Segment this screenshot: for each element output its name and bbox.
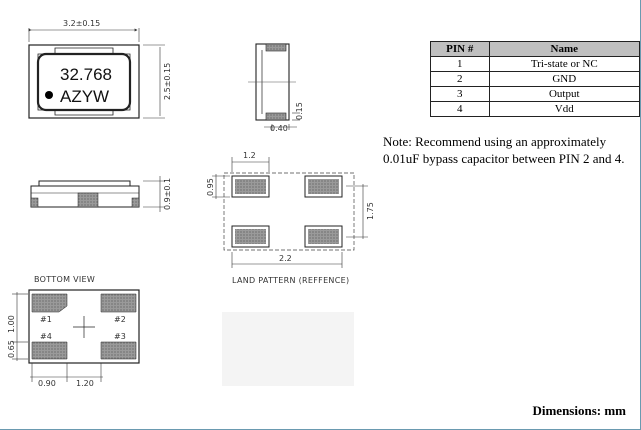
pin-name: Vdd (488, 101, 640, 117)
pin-number: 1 (430, 56, 490, 72)
side-dim-b: 0.40 (270, 124, 288, 133)
bottom-pad-1 (31, 293, 68, 313)
marking-line-1: 32.768 (60, 65, 112, 84)
package-outline (28, 44, 140, 119)
bottom-view: BOTTOM VIEW #1 #2 #3 #4 1.00 0.65 0.90 1… (7, 275, 140, 388)
pad-label-2: #2 (114, 315, 126, 324)
table-row: 1 Tri-state or NC (430, 56, 640, 72)
name-col-header: Name (488, 41, 640, 57)
pad-label-4: #4 (40, 332, 52, 341)
bottom-gap-dim: 1.20 (76, 379, 94, 388)
bottom-pad-height-dim: 1.00 (7, 315, 16, 333)
blank-region (222, 312, 354, 386)
land-total-width-dim: 2.2 (279, 254, 292, 263)
front-view: 0.9±0.1 (30, 176, 172, 212)
table-row: 4 Vdd (430, 101, 640, 117)
pad-label-3: #3 (114, 332, 126, 341)
pin-col-header: PIN # (430, 41, 490, 57)
front-height-dim: 0.9±0.1 (163, 178, 172, 210)
marking-line-2: AZYW (60, 87, 109, 106)
bottom-pad-width-dim: 0.90 (38, 379, 56, 388)
land-pad-4 (235, 229, 266, 244)
bottom-pad-2 (100, 293, 137, 313)
top-view: 32.768 AZYW 3.2±0.15 2.5±0.15 (28, 19, 172, 119)
bottom-pad-small-dim: 0.65 (7, 340, 16, 358)
pin-table-header: PIN # Name (430, 41, 640, 57)
land-pad-width-dim: 1.2 (243, 151, 256, 160)
pad-label-1: #1 (40, 315, 52, 324)
side-view: 0.40 0.15 (248, 43, 304, 133)
top-height-dim: 2.5±0.15 (163, 63, 172, 100)
side-pad-bottom (265, 112, 287, 121)
land-pad-1 (235, 179, 266, 194)
land-pad-height-dim: 0.95 (206, 178, 215, 196)
bypass-note: Note: Recommend using an approximately 0… (383, 134, 625, 166)
pin-number: 3 (430, 86, 490, 102)
table-row: 3 Output (430, 86, 640, 102)
land-pad-3 (308, 229, 339, 244)
bottom-pad-4 (31, 341, 68, 360)
table-row: 2 GND (430, 71, 640, 87)
side-dim-a: 0.15 (295, 102, 304, 120)
bottom-view-caption: BOTTOM VIEW (34, 275, 95, 284)
pin1-dot-icon (45, 91, 53, 99)
pin-table: PIN # Name 1 Tri-state or NC 2 GND 3 Out… (430, 41, 640, 117)
pin-number: 2 (430, 71, 490, 87)
dimensions-label: Dimensions: mm (532, 403, 626, 418)
pin-name: Tri-state or NC (488, 56, 640, 72)
land-pad-2 (308, 179, 339, 194)
pin-number: 4 (430, 101, 490, 117)
land-pattern: 1.2 0.95 2.2 1.75 LAND PATTERN (REFFENCE… (206, 151, 375, 285)
pin-name: Output (488, 86, 640, 102)
pin-name: GND (488, 71, 640, 87)
land-total-height-dim: 1.75 (366, 202, 375, 220)
lid-outline (36, 52, 132, 112)
bottom-pad-3 (100, 341, 137, 360)
top-width-dim: 3.2±0.15 (63, 19, 100, 28)
side-pad-top (265, 43, 287, 52)
land-pattern-caption: LAND PATTERN (REFFENCE) (232, 276, 349, 285)
